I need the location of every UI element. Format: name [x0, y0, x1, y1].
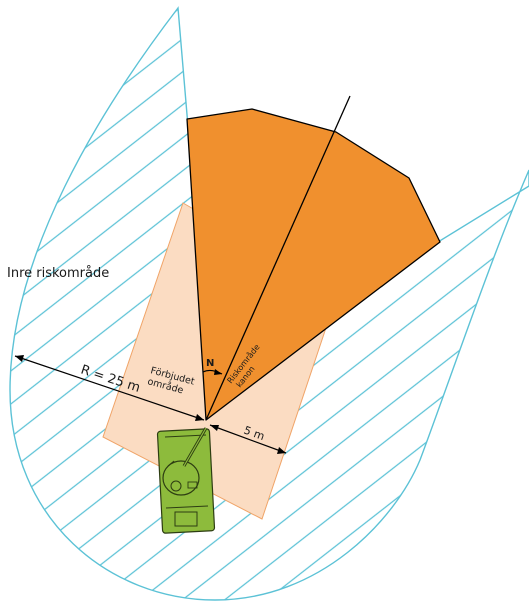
- north-angle-arrowhead: [214, 369, 222, 375]
- inner-risk-area-label: Inre riskområde: [7, 266, 109, 281]
- vehicle-turret: [162, 460, 200, 496]
- radius-dimension-arrow: [14, 355, 205, 421]
- cannon-risk-sector: [186, 108, 441, 421]
- firing-direction-line: [205, 95, 351, 421]
- north-label: N: [206, 358, 214, 369]
- distance-dimension-arrow: [209, 424, 287, 454]
- vehicle: [156, 427, 216, 534]
